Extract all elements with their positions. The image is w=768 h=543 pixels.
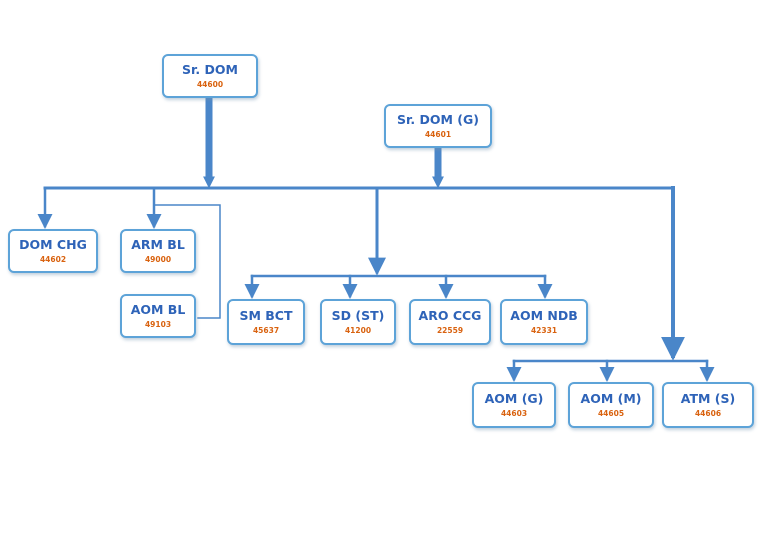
node-title: Sr. DOM (G) <box>397 112 479 127</box>
node-code: 44603 <box>500 409 528 418</box>
node-aom-ndb: AOM NDB 42331 <box>500 299 588 345</box>
node-atm-s: ATM (S) 44606 <box>662 382 754 428</box>
node-aom-g: AOM (G) 44603 <box>472 382 556 428</box>
node-title: ARM BL <box>131 237 185 252</box>
node-title: SD (ST) <box>331 308 385 323</box>
node-title: AOM NDB <box>510 308 578 323</box>
node-sr-dom-g: Sr. DOM (G) 44601 <box>384 104 492 148</box>
node-title: ATM (S) <box>680 391 736 406</box>
node-title: Sr. DOM <box>182 62 238 77</box>
node-dom-chg: DOM CHG 44602 <box>8 229 98 273</box>
node-code: 44600 <box>196 80 224 89</box>
node-code: 42331 <box>530 326 558 335</box>
node-code: 49103 <box>144 320 172 329</box>
node-code: 45637 <box>252 326 280 335</box>
node-aom-m: AOM (M) 44605 <box>568 382 654 428</box>
node-title: AOM (M) <box>580 391 642 406</box>
node-code: 44602 <box>39 255 67 264</box>
node-title: SM BCT <box>239 308 293 323</box>
node-arm-bl: ARM BL 49000 <box>120 229 196 273</box>
node-aom-bl: AOM BL 49103 <box>120 294 196 338</box>
node-sr-dom: Sr. DOM 44600 <box>162 54 258 98</box>
node-code: 41200 <box>344 326 372 335</box>
node-title: AOM BL <box>130 302 186 317</box>
node-code: 49000 <box>144 255 172 264</box>
node-title: AOM (G) <box>484 391 544 406</box>
node-code: 22559 <box>436 326 464 335</box>
node-title: DOM CHG <box>19 237 87 252</box>
node-aro-ccg: ARO CCG 22559 <box>409 299 491 345</box>
node-sm-bct: SM BCT 45637 <box>227 299 305 345</box>
node-title: ARO CCG <box>418 308 482 323</box>
node-code: 44601 <box>424 130 452 139</box>
node-sd-st: SD (ST) 41200 <box>320 299 396 345</box>
node-code: 44605 <box>597 409 625 418</box>
node-code: 44606 <box>694 409 722 418</box>
